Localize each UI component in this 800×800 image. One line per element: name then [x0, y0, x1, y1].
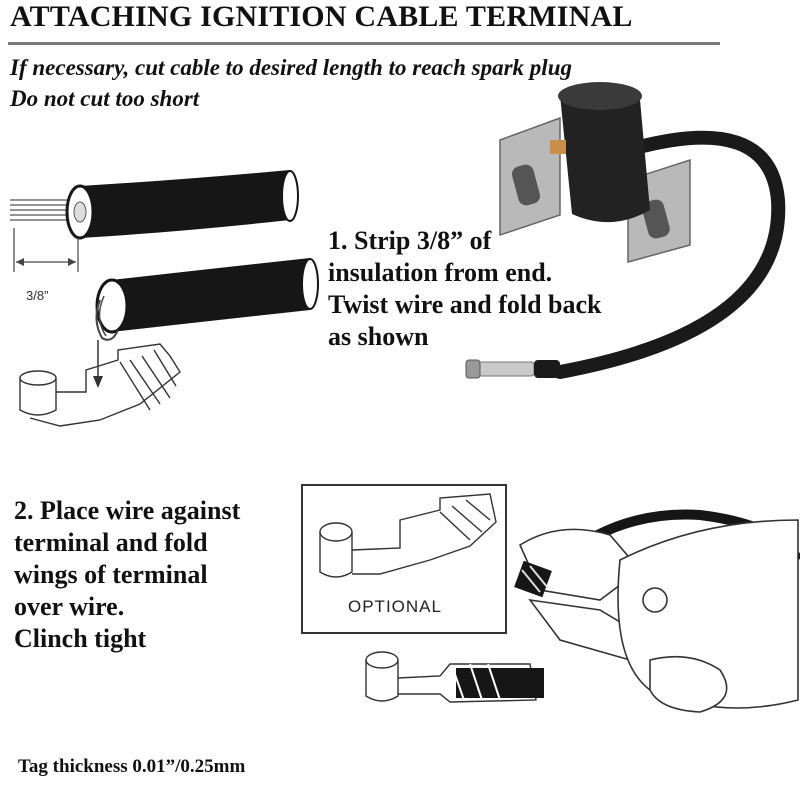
step-1-line: insulation from end. — [328, 258, 553, 287]
step-1-line: Twist wire and fold back — [328, 290, 602, 319]
dimension-label: 3/8” — [26, 288, 48, 303]
subtitle-line-2: Do not cut too short — [10, 86, 200, 111]
terminal-line-art — [19, 343, 181, 427]
step-2-line: terminal and fold — [14, 528, 208, 557]
step-2-line: wings of terminal — [14, 560, 208, 589]
arrow-down-icon — [93, 340, 103, 388]
folded-cable-illustration — [95, 258, 319, 341]
tag-thickness-note: Tag thickness 0.01”/0.25mm — [18, 756, 246, 777]
subtitle-line-1: If necessary, cut cable to desired lengt… — [10, 55, 572, 80]
step-2-instructions: 2. Place wire against terminal and fold … — [14, 495, 240, 655]
page-title: ATTACHING IGNITION CABLE TERMINAL — [10, 0, 633, 33]
optional-box — [301, 484, 507, 634]
ignition-coil-illustration — [465, 82, 786, 379]
step-2-line: 2. Place wire against — [14, 496, 241, 525]
title-underline — [8, 42, 720, 45]
step-2-line: Clinch tight — [14, 624, 147, 653]
hand-pliers-illustration — [514, 509, 800, 713]
crimped-terminal-illustration — [365, 651, 544, 703]
step-1-line: as shown — [328, 322, 429, 351]
step-1-instructions: 1. Strip 3/8” of insulation from end. Tw… — [328, 225, 602, 353]
step-2-line: over wire. — [14, 592, 125, 621]
stripped-cable-illustration — [10, 170, 299, 272]
optional-label: OPTIONAL — [348, 597, 442, 616]
step-1-line: 1. Strip 3/8” of — [328, 226, 492, 255]
